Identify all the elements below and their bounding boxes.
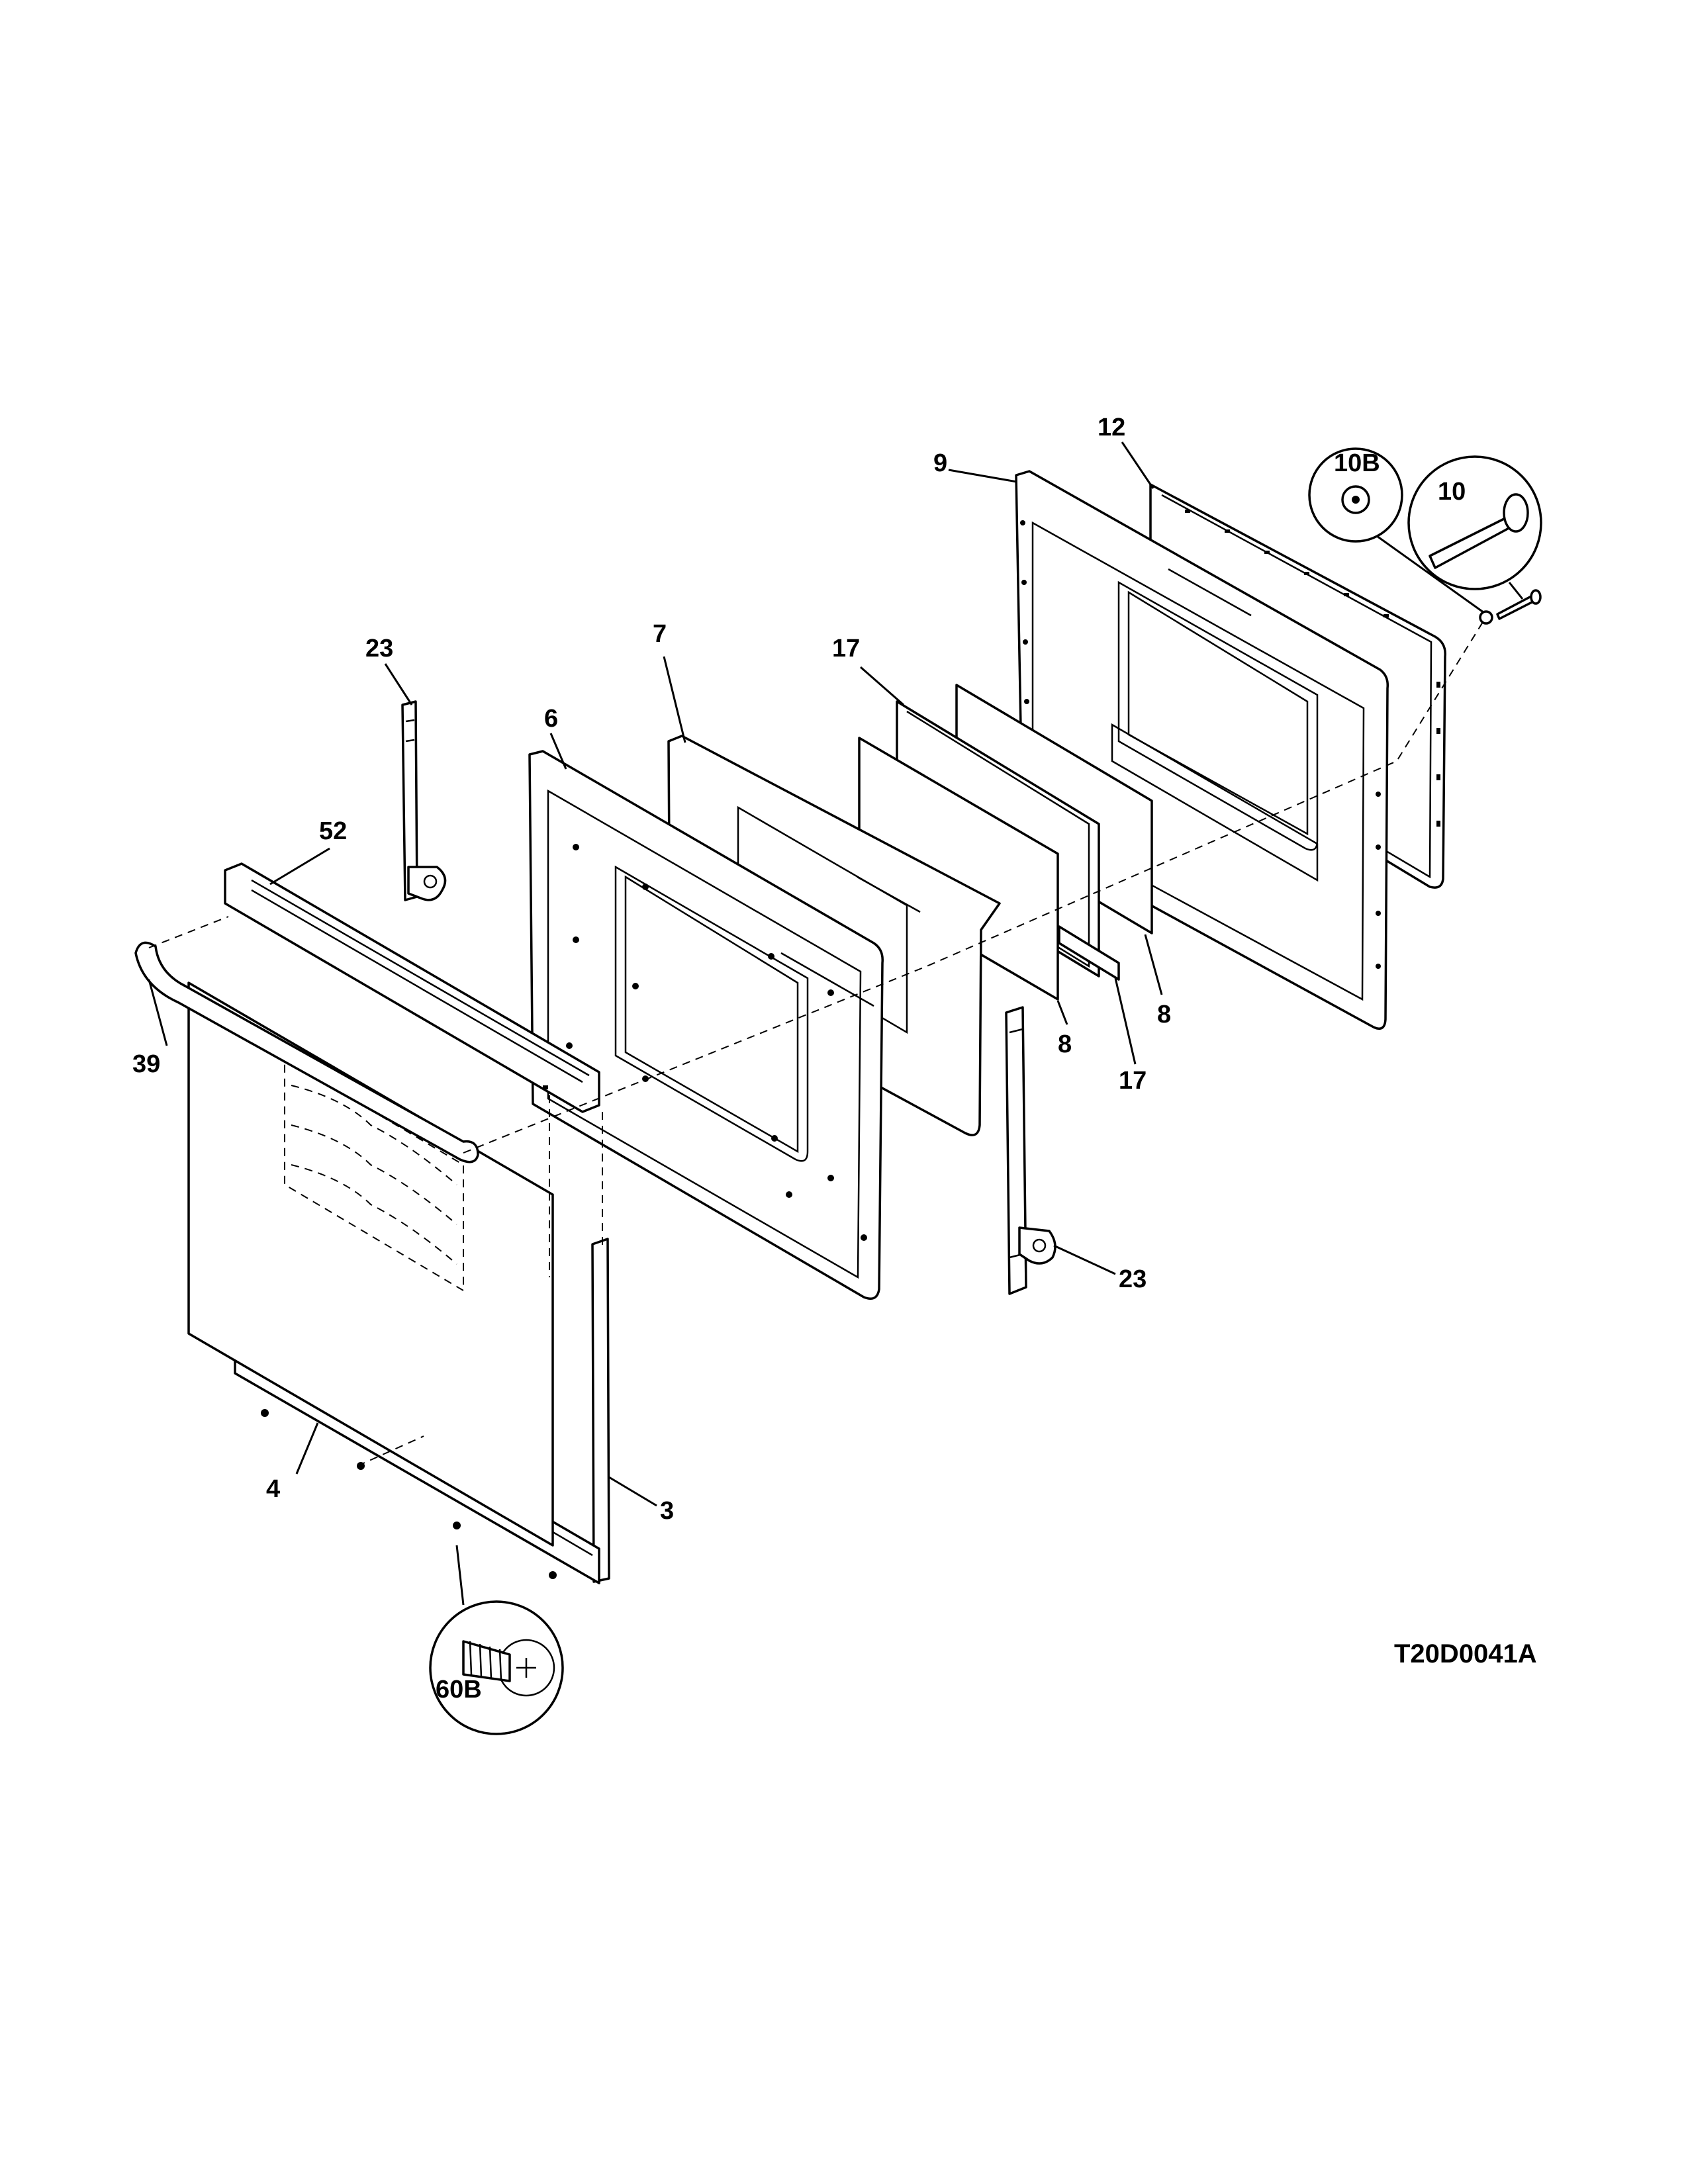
- callout-23-right: 23: [1119, 1265, 1147, 1293]
- callout-3: 3: [660, 1497, 674, 1525]
- callout-9: 9: [933, 449, 947, 477]
- callout-17-bottom: 17: [1119, 1067, 1147, 1095]
- washer-detail-bubble-10b: [1308, 447, 1487, 615]
- callout-8-left: 8: [1058, 1030, 1072, 1058]
- callout-60b: 60B: [436, 1676, 482, 1704]
- callout-labels: 23 52 39 6 7 17 9 12 10B 10 8 8 17 23 4 …: [132, 414, 1466, 1704]
- callout-8-right: 8: [1157, 1001, 1171, 1028]
- callout-12: 12: [1098, 414, 1125, 441]
- screw-and-washer-assembled: [1479, 589, 1542, 625]
- callout-39: 39: [132, 1050, 160, 1078]
- assembly-centerlines: [148, 621, 1483, 1467]
- callout-23-left: 23: [365, 635, 393, 662]
- door-hinge-left-part-23: [401, 700, 447, 901]
- leader-lines: [148, 441, 1163, 1507]
- callout-52: 52: [319, 817, 347, 845]
- callout-10: 10: [1438, 478, 1466, 506]
- callout-7: 7: [653, 620, 667, 648]
- inner-door-liner-part-9: [1015, 470, 1389, 1030]
- callout-10b: 10B: [1334, 449, 1380, 477]
- screw-detail-bubble-60b: [429, 1545, 564, 1735]
- outer-door-glass-part-4: [187, 981, 554, 1547]
- callout-4: 4: [266, 1475, 280, 1503]
- door-handle-part-39: [134, 941, 479, 1163]
- door-hinge-right-part-23: [1005, 1006, 1056, 1295]
- callout-17-top: 17: [832, 635, 860, 662]
- door-inner-panel-part-6: [528, 750, 884, 1300]
- door-trim-part-52: [224, 862, 600, 1113]
- screw-detail-bubble-10: [1407, 455, 1542, 600]
- drawing-number: T20D0041A: [1394, 1639, 1537, 1668]
- callout-6: 6: [544, 705, 558, 733]
